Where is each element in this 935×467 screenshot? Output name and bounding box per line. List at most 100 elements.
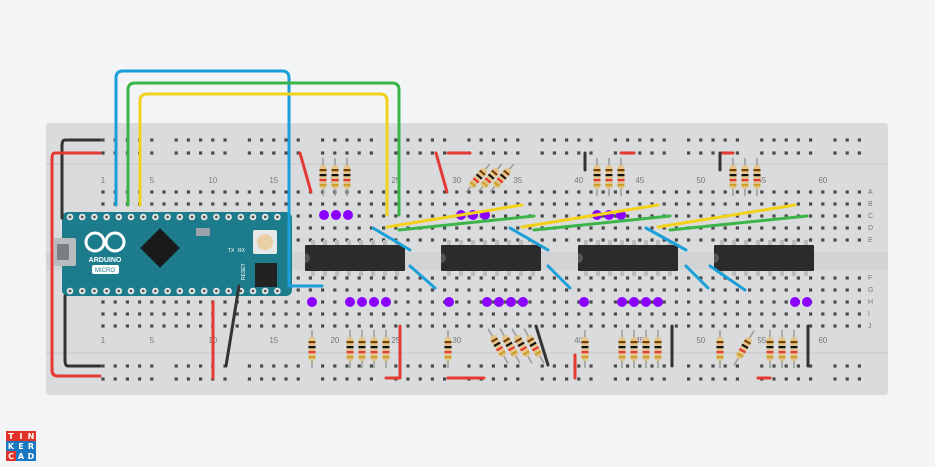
resistor[interactable]: [605, 158, 613, 196]
wire-blue[interactable]: [684, 264, 710, 290]
wire-blue[interactable]: [644, 226, 688, 252]
hole: [845, 202, 849, 206]
wire-blue[interactable]: [371, 226, 412, 252]
led[interactable]: [381, 297, 391, 307]
led[interactable]: [518, 297, 528, 307]
wire-blue[interactable]: [508, 226, 550, 252]
hole: [784, 288, 788, 292]
wire-green[interactable]: [126, 81, 401, 217]
resistor[interactable]: [488, 162, 517, 194]
arduino-micro-board[interactable]: ARDUINO MICRO TX RX RESET: [54, 212, 292, 296]
hole: [174, 324, 178, 328]
resistor[interactable]: [382, 330, 390, 368]
resistor[interactable]: [358, 330, 366, 368]
ic-chip-2[interactable]: [441, 240, 541, 276]
led[interactable]: [307, 297, 317, 307]
wire-yellow[interactable]: [385, 203, 524, 229]
resistor[interactable]: [308, 330, 316, 368]
led[interactable]: [653, 297, 663, 307]
wire-black[interactable]: [224, 284, 241, 368]
wire-red[interactable]: [434, 151, 449, 194]
resistor[interactable]: [476, 162, 505, 194]
wire-yellow[interactable]: [520, 203, 660, 229]
resistor[interactable]: [753, 158, 761, 196]
ic-chip-4[interactable]: [714, 240, 814, 276]
resistor[interactable]: [716, 330, 724, 368]
hole: [833, 190, 837, 194]
led[interactable]: [494, 297, 504, 307]
rail-hole: [357, 138, 361, 142]
wire-blue[interactable]: [408, 264, 437, 290]
wire-yellow[interactable]: [138, 92, 389, 217]
wire-red[interactable]: [298, 151, 313, 194]
wire-red[interactable]: [50, 151, 102, 378]
jumper-wires[interactable]: [50, 69, 810, 380]
resistor[interactable]: [464, 162, 493, 194]
led[interactable]: [617, 297, 627, 307]
resistor[interactable]: [790, 330, 798, 368]
hole: [821, 190, 825, 194]
resistor[interactable]: [581, 330, 589, 368]
resistor[interactable]: [778, 330, 786, 368]
wire-green[interactable]: [397, 214, 536, 232]
wire-black[interactable]: [63, 294, 102, 368]
resistor[interactable]: [654, 330, 662, 368]
resistor[interactable]: [630, 330, 638, 368]
rail-hole: [772, 138, 776, 142]
led[interactable]: [444, 297, 454, 307]
led[interactable]: [790, 297, 800, 307]
wire-yellow[interactable]: [656, 203, 797, 229]
wire-red[interactable]: [384, 324, 402, 380]
resistor[interactable]: [521, 327, 547, 365]
led[interactable]: [345, 297, 355, 307]
wire-blue[interactable]: [708, 264, 747, 292]
resistor[interactable]: [642, 330, 650, 368]
wire-blue[interactable]: [114, 69, 324, 288]
hole: [552, 238, 556, 242]
resistor[interactable]: [346, 330, 354, 368]
led[interactable]: [579, 297, 589, 307]
resistor[interactable]: [331, 158, 339, 196]
wire-black[interactable]: [534, 324, 550, 367]
resistor[interactable]: [497, 327, 523, 365]
ic-chips[interactable]: [305, 240, 814, 276]
led[interactable]: [506, 297, 516, 307]
resistor[interactable]: [766, 330, 774, 368]
resistor[interactable]: [343, 158, 351, 196]
led[interactable]: [343, 210, 353, 220]
led[interactable]: [369, 297, 379, 307]
led[interactable]: [802, 297, 812, 307]
hole: [626, 202, 630, 206]
reset-label: RESET: [241, 263, 247, 280]
wire-blue[interactable]: [546, 264, 572, 290]
led[interactable]: [629, 297, 639, 307]
led[interactable]: [482, 297, 492, 307]
resistors[interactable]: [308, 158, 798, 368]
resistor[interactable]: [618, 330, 626, 368]
hole: [857, 288, 861, 292]
reset-button-cap[interactable]: [257, 234, 273, 250]
resistor[interactable]: [319, 158, 327, 196]
resistor[interactable]: [485, 327, 511, 365]
led[interactable]: [641, 297, 651, 307]
wire-black[interactable]: [60, 138, 102, 220]
resistor[interactable]: [444, 330, 452, 368]
wire-green[interactable]: [532, 214, 672, 232]
ic-chip-3[interactable]: [578, 240, 678, 276]
wire-green[interactable]: [668, 214, 809, 232]
led[interactable]: [357, 297, 367, 307]
led[interactable]: [319, 210, 329, 220]
resistor[interactable]: [370, 330, 378, 368]
resistor[interactable]: [741, 158, 749, 196]
resistor[interactable]: [617, 158, 625, 196]
leds[interactable]: [307, 210, 812, 307]
hole: [589, 190, 593, 194]
led[interactable]: [331, 210, 341, 220]
resistor[interactable]: [729, 158, 737, 196]
ic-chip-1[interactable]: [305, 240, 405, 276]
rail-hole: [333, 377, 337, 381]
resistor[interactable]: [731, 329, 757, 367]
resistor[interactable]: [593, 158, 601, 196]
resistor[interactable]: [509, 327, 535, 365]
